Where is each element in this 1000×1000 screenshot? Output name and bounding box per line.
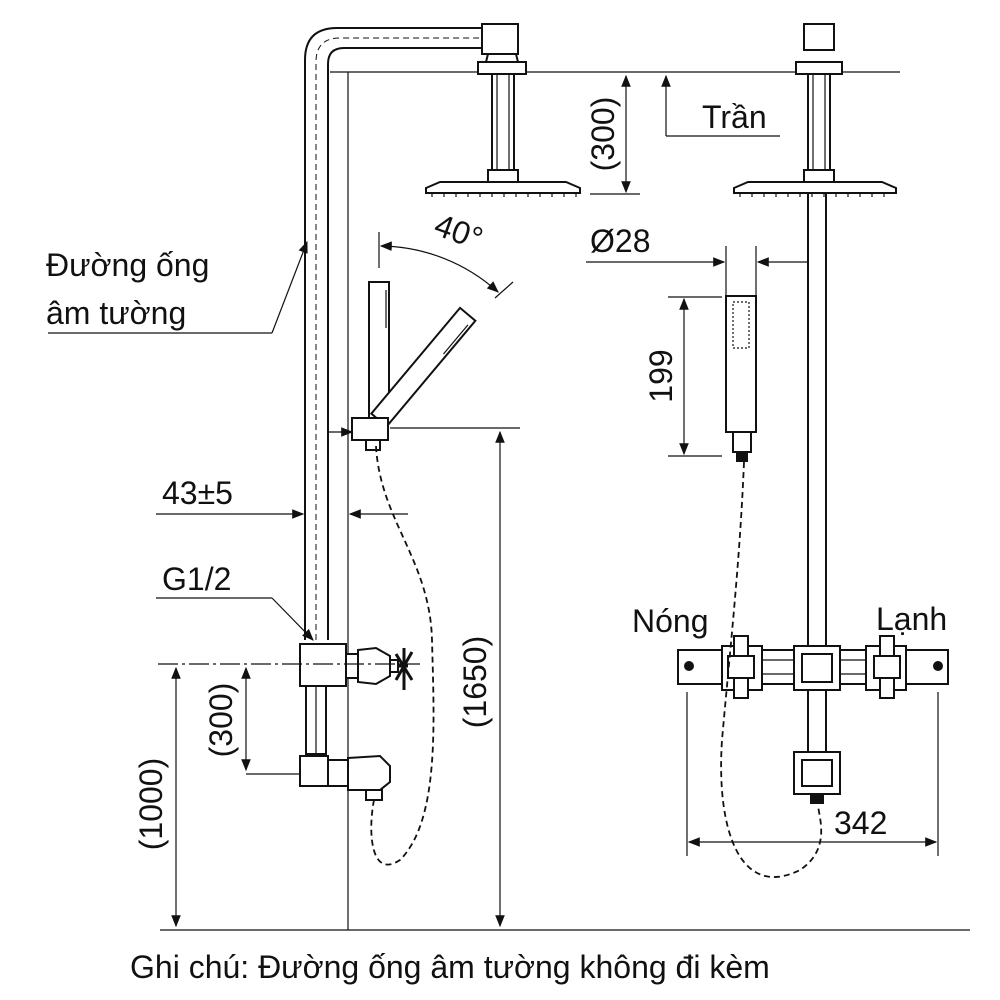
cold-label: Lạnh: [876, 601, 947, 637]
head-drop-label: (300): [585, 97, 621, 172]
mixer-height-label: (1000): [133, 758, 169, 851]
left-hose: [370, 445, 435, 866]
thread-label: G1/2: [162, 561, 231, 597]
right-hose: [720, 461, 823, 878]
angle-label: 40°: [430, 206, 488, 256]
head-drop-dimension: [590, 74, 640, 195]
mixer-width-dimension: [686, 692, 939, 856]
footnote: Ghi chú: Đường ống âm tường không đi kèm: [130, 949, 770, 985]
right-shower-head: [733, 181, 897, 197]
concealed-pipe-label-1: Đường ống: [46, 247, 209, 283]
concealed-pipe-leader: [48, 240, 308, 334]
valve-spacing-label: (300): [203, 683, 239, 758]
left-handshower-holder: [327, 417, 520, 451]
left-shower-head: [425, 181, 581, 197]
ceiling-label: Trần: [702, 99, 767, 135]
handshower-diameter-dimension: [586, 246, 808, 296]
right-mixer-bar: [677, 635, 949, 699]
left-side-mixer: [299, 643, 414, 801]
right-diverter: [793, 751, 841, 804]
mixer-width-label: 342: [834, 805, 887, 841]
left-shower-arm: [477, 61, 527, 183]
hot-label: Nóng: [632, 603, 709, 639]
holder-height-label: (1650): [457, 636, 493, 729]
thread-leader: [156, 597, 314, 641]
right-shower-arm: [795, 23, 843, 183]
handshower-length-dimension: [668, 296, 722, 457]
right-handshower: [725, 295, 757, 462]
handshower-diameter-label: Ø28: [590, 223, 650, 259]
right-riser-pipe: [807, 193, 827, 752]
handshower-length-label: 199: [643, 349, 679, 402]
wall-offset-label: 43±5: [162, 475, 233, 511]
concealed-pipe: [304, 23, 520, 640]
ceiling-leader: [661, 74, 780, 137]
concealed-pipe-label-2: âm tường: [46, 295, 186, 331]
angle-dimension: [378, 232, 514, 299]
